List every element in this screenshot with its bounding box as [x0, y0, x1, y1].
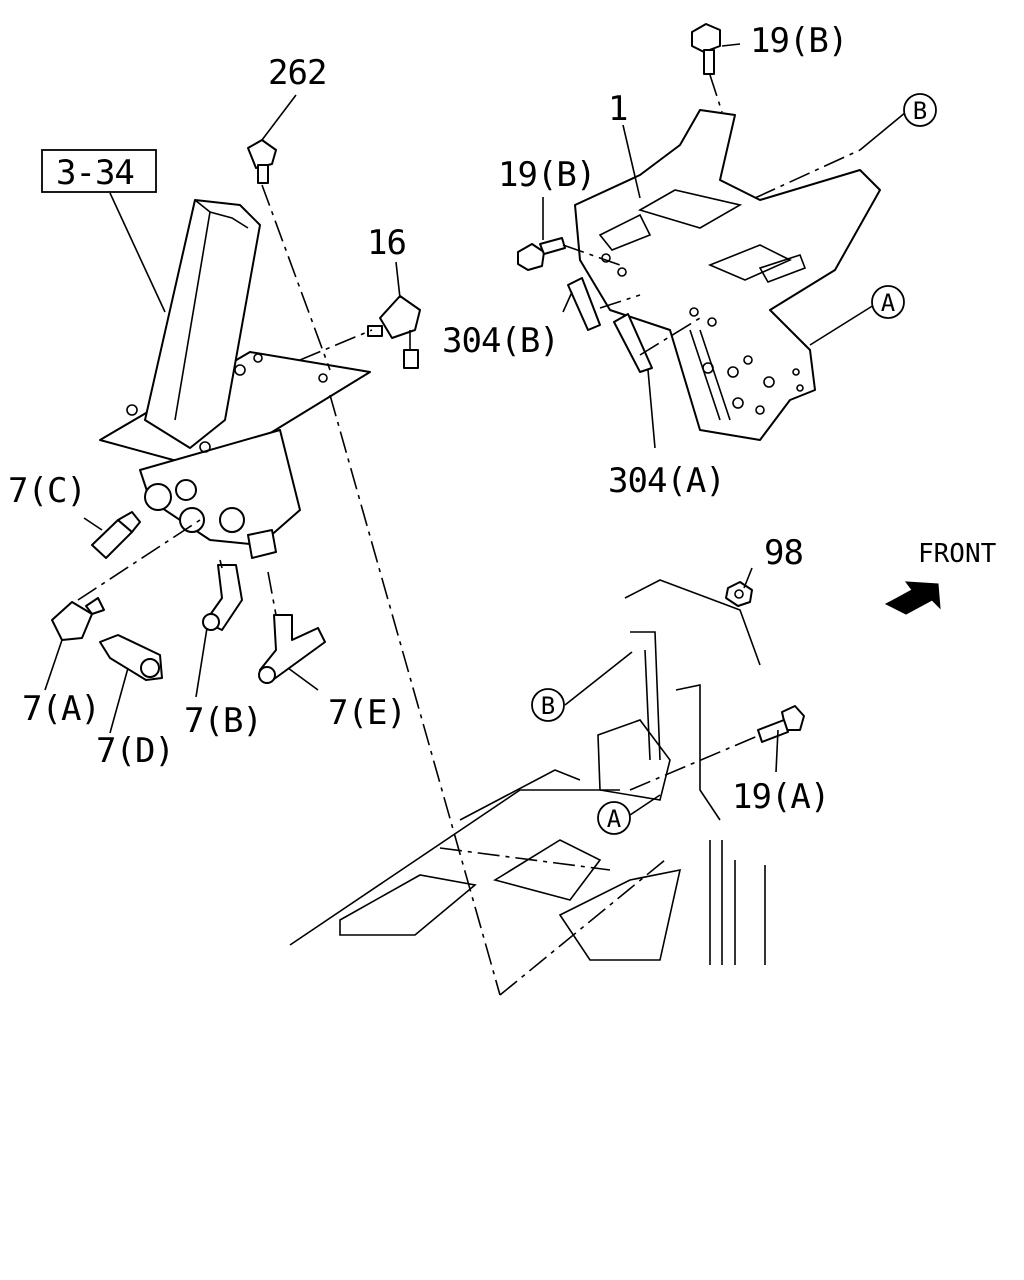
label-front: FRONT: [918, 539, 997, 569]
label-16: 16: [367, 223, 406, 263]
fitting-7b: [202, 564, 243, 631]
bolt-19a: [757, 705, 805, 743]
label-7c: 7(C): [8, 471, 86, 511]
bolt-19b-middle: [517, 237, 566, 271]
bolt-262: [247, 139, 277, 184]
fitting-7a: [51, 597, 105, 641]
label-304b: 304(B): [442, 321, 559, 361]
brake-valve-pedal-assembly: [99, 199, 371, 559]
callout-b-top-text: B: [913, 97, 927, 125]
label-7e: 7(E): [328, 693, 406, 733]
callout-a-bottom-text: A: [607, 805, 622, 833]
label-7b: 7(B): [184, 701, 262, 741]
switch-16: [367, 295, 421, 369]
connection-lines: [77, 74, 861, 996]
callout-b-bottom-text: B: [541, 692, 555, 720]
fitting-7c: [91, 511, 141, 559]
label-262: 262: [268, 53, 326, 93]
label-7a: 7(A): [22, 689, 100, 729]
nut-98: [725, 581, 753, 607]
clip-304b: [567, 277, 601, 331]
fitting-7e: [258, 614, 326, 684]
label-19b-top: 19(B): [750, 21, 847, 61]
callout-a-bottom: A: [597, 801, 631, 835]
callout-a-top: A: [871, 285, 905, 319]
bracket-1: [574, 109, 881, 441]
bolt-19b-top: [691, 23, 721, 75]
fitting-7d: [99, 634, 163, 681]
label-19a: 19(A): [732, 777, 829, 817]
cab-floor-panel: [289, 579, 766, 965]
front-arrow-icon: [884, 581, 941, 615]
reference-box-3-34: 3-34: [41, 149, 157, 193]
callout-a-top-text: A: [881, 289, 896, 317]
label-304a: 304(A): [608, 461, 725, 501]
label-3-34: 3-34: [56, 153, 134, 193]
label-19b-middle: 19(B): [498, 155, 595, 195]
callout-b-top: B: [903, 93, 937, 127]
callout-b-bottom: B: [531, 688, 565, 722]
label-7d: 7(D): [96, 731, 174, 771]
leader-lines: [44, 43, 907, 816]
label-98: 98: [764, 533, 803, 573]
clip-304a: [613, 313, 653, 373]
label-1: 1: [608, 89, 627, 129]
